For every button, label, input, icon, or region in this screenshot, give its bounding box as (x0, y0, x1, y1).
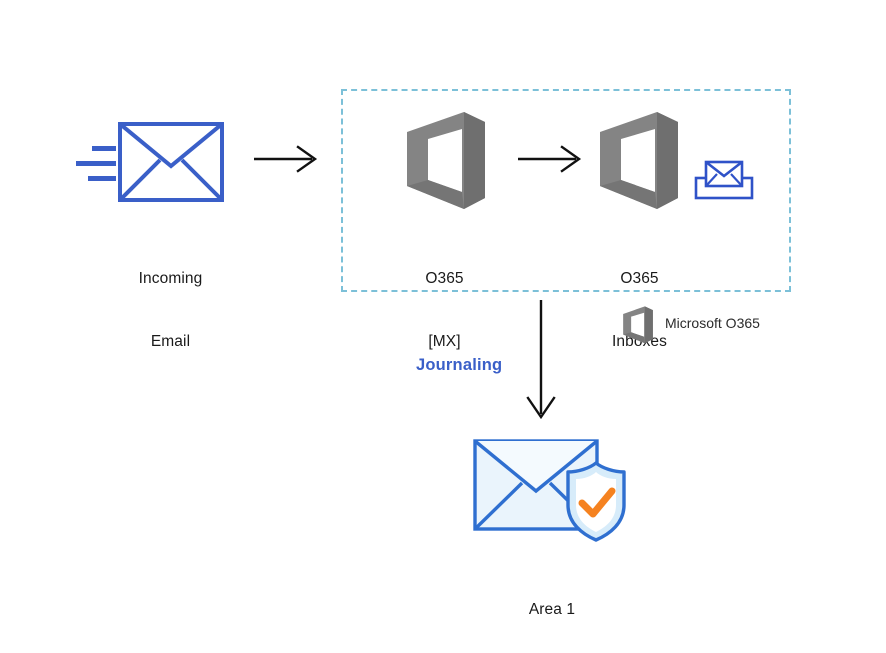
office-365-logo-icon (622, 306, 654, 344)
inbox-tray-icon (694, 160, 754, 200)
arrow-down-icon (524, 300, 560, 420)
o365-inboxes-label: O365 Inboxes (612, 270, 667, 350)
legend-label: Microsoft O365 (665, 315, 760, 331)
incoming-email-label: Incoming Email (138, 270, 203, 350)
email-shield-icon (472, 435, 632, 545)
office-365-logo-icon (404, 112, 488, 210)
microsoft-o365-boundary (341, 89, 791, 292)
envelope-icon (118, 122, 224, 202)
speed-lines-icon (76, 142, 118, 186)
o365-mx-label: O365 [MX] (425, 270, 464, 350)
office-365-logo-icon (597, 112, 681, 210)
arrow-right-icon (254, 145, 318, 173)
journaling-label: Journaling (416, 356, 503, 374)
area1-label: Area 1 email security (528, 601, 576, 618)
arrow-right-icon (518, 145, 582, 173)
